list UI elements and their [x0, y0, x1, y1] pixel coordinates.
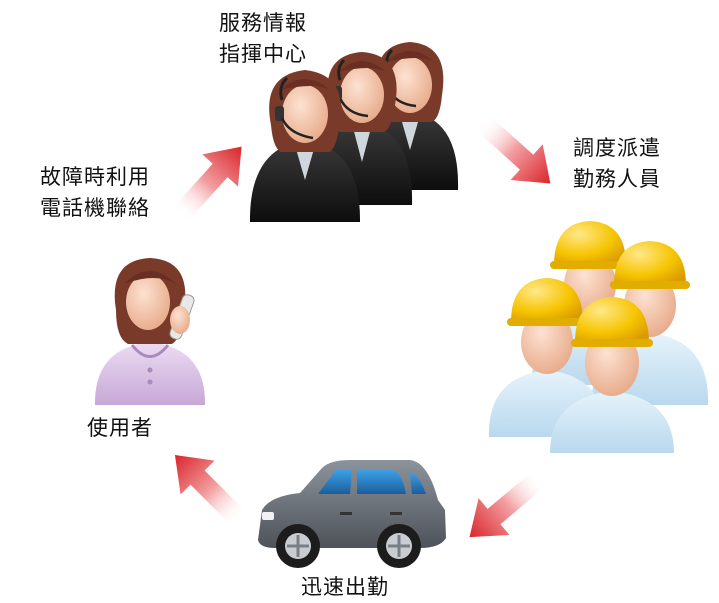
label-service-center-line2: 指揮中心 [219, 42, 307, 66]
phone-user-icon [94, 258, 206, 405]
arrow-car-to-user [157, 437, 257, 537]
label-rush-dispatch: 迅速出勤 [301, 572, 389, 603]
arrow-fault-to-center [162, 130, 260, 232]
label-dispatch-staff-line2: 勤務人員 [573, 167, 661, 191]
arrow-dispatch-to-car [454, 459, 556, 556]
label-fault-contact-line1: 故障時利用 [40, 165, 150, 189]
label-rush-dispatch-text: 迅速出勤 [301, 575, 389, 599]
car-icon [258, 460, 446, 568]
label-dispatch-staff-line1: 調度派遣 [573, 136, 661, 160]
label-user-text: 使用者 [87, 416, 153, 440]
label-service-center-line1: 服務情報 [219, 11, 307, 35]
operators-icon [249, 42, 459, 222]
workers-icon [488, 221, 709, 453]
label-fault-contact: 故障時利用 電話機聯絡 [40, 162, 150, 224]
label-fault-contact-line2: 電話機聯絡 [40, 196, 150, 220]
label-service-center: 服務情報 指揮中心 [219, 8, 307, 70]
label-user: 使用者 [87, 413, 153, 444]
label-dispatch-staff: 調度派遣 勤務人員 [573, 133, 661, 195]
arrow-center-to-dispatch [465, 104, 567, 202]
